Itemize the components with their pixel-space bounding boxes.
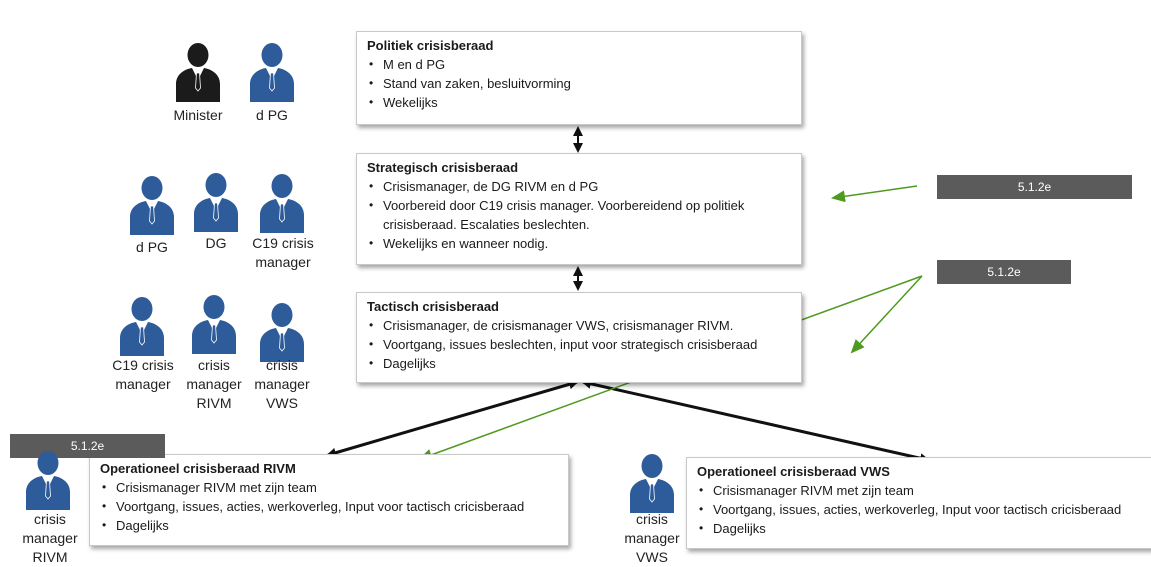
person-label-cm-vws-low: crisis manager VWS: [254, 357, 310, 411]
green-arrow-strategisch: [831, 185, 918, 203]
person-icon: [190, 292, 238, 354]
person-icon: [628, 451, 676, 513]
box-item: Voorbereid door C19 crisis manager. Voor…: [367, 196, 783, 234]
person-icon: [24, 448, 72, 510]
box-title: Strategisch crisisberaad: [367, 160, 519, 175]
person-icon: [192, 170, 240, 232]
box-item: M en d PG: [367, 55, 791, 74]
redaction-bar: 5.1.2e: [937, 175, 1132, 199]
box-operationeel-rivm: Operationeel crisisberaad RIVM Crisisman…: [89, 454, 569, 546]
person-icon: [258, 300, 306, 362]
person-label-c19-mid: C19 crisis manager: [252, 235, 314, 270]
person-label-cm-rivm-low: crisis manager RIVM: [186, 357, 242, 411]
person-label-dpg-mid: d PG: [136, 239, 168, 255]
arrow-tactisch-oper-vws: [581, 378, 930, 464]
green-arrow-tactisch: [850, 275, 923, 354]
box-item: Crisismanager RIVM met zijn team: [100, 478, 558, 497]
box-title: Tactisch crisisberaad: [367, 299, 499, 314]
person-label-minister: Minister: [173, 107, 223, 123]
redaction-bar: 5.1.2e: [937, 260, 1071, 284]
person-icon: [118, 294, 166, 356]
box-title: Operationeel crisisberaad VWS: [697, 464, 890, 479]
person-label-c19-low: C19 crisis manager: [112, 357, 174, 392]
person-label-cm-rivm-bottom: crisis manager RIVM: [22, 511, 78, 565]
box-item: Wekelijks en wanneer nodig.: [367, 234, 791, 253]
box-operationeel-vws: Operationeel crisisberaad VWS Crisismana…: [686, 457, 1151, 549]
box-item: Crisismanager, de DG RIVM en d PG: [367, 177, 791, 196]
box-item: Dagelijks: [697, 519, 1145, 538]
box-item: Crisismanager, de crisismanager VWS, cri…: [367, 316, 791, 335]
box-strategisch-crisisberaad: Strategisch crisisberaad Crisismanager, …: [356, 153, 802, 265]
person-icon: [128, 173, 176, 235]
box-item: Dagelijks: [100, 516, 558, 535]
box-item: Voortgang, issues, acties, werkoverleg, …: [697, 500, 1145, 519]
person-icon: [258, 171, 306, 233]
box-title: Operationeel crisisberaad RIVM: [100, 461, 296, 476]
box-item: Crisismanager RIVM met zijn team: [697, 481, 1145, 500]
box-title: Politiek crisisberaad: [367, 38, 494, 53]
box-item: Voortgang, issues beslechten, input voor…: [367, 335, 791, 354]
person-icon: [248, 40, 296, 102]
person-label-cm-vws-bottom: crisis manager VWS: [624, 511, 680, 565]
person-icon: [174, 40, 222, 102]
person-label-dpg-top: d PG: [256, 107, 288, 123]
box-item: Wekelijks: [367, 93, 791, 112]
redaction-bar: 5.1.2e: [10, 434, 165, 458]
box-item: Voortgang, issues, acties, werkoverleg, …: [100, 497, 558, 516]
box-tactisch-crisisberaad: Tactisch crisisberaad Crisismanager, de …: [356, 292, 802, 383]
box-item: Stand van zaken, besluitvorming: [367, 74, 791, 93]
arrow-tactisch-oper-rivm: [326, 379, 579, 458]
box-politiek-crisisberaad: Politiek crisisberaad M en d PG Stand va…: [356, 31, 802, 125]
box-item: Dagelijks: [367, 354, 791, 373]
person-label-dg: DG: [205, 235, 227, 251]
